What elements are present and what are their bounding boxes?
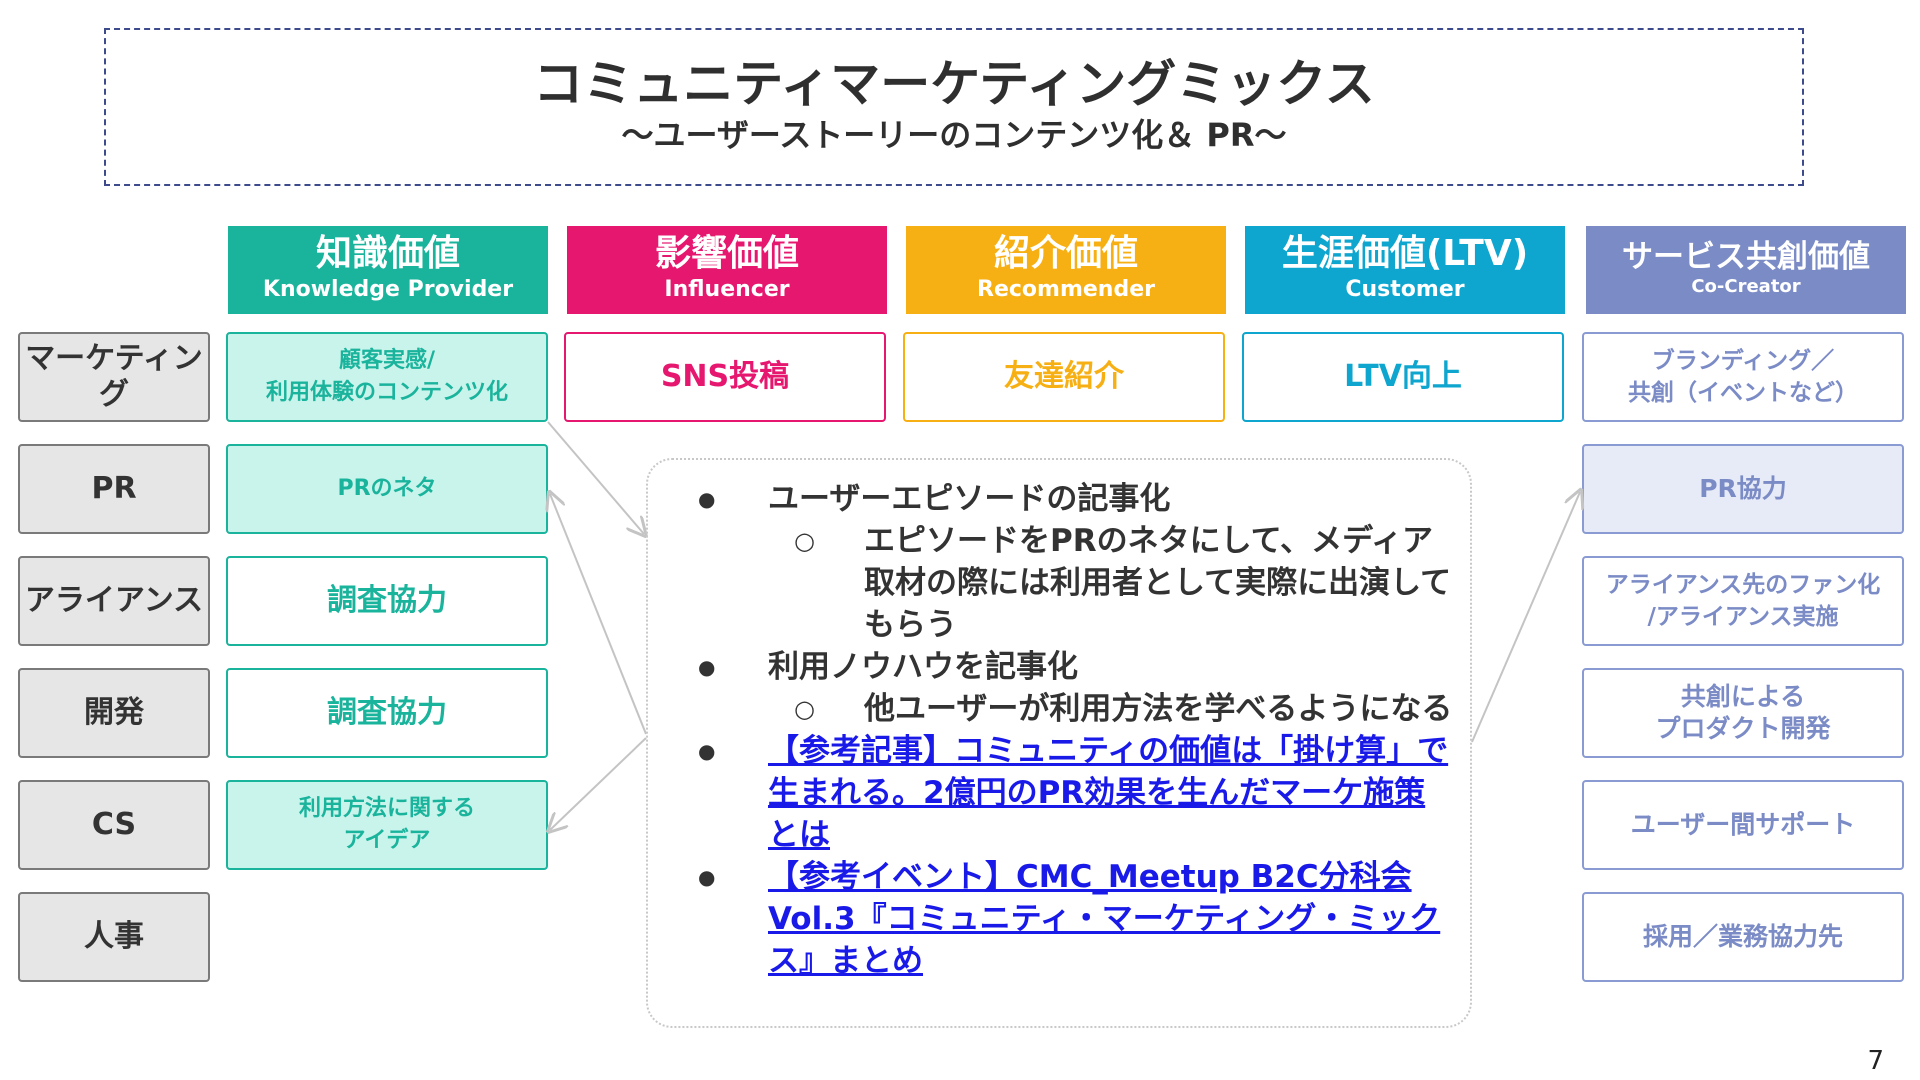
header-recommender-en: Recommender xyxy=(977,277,1155,302)
cell-cocreator-alliance: アライアンス先のファン化 /アライアンス実施 xyxy=(1582,556,1904,646)
cell-knowledge-pr: PRのネタ xyxy=(226,444,548,534)
cell-cocreator-development: 共創による プロダクト開発 xyxy=(1582,668,1904,758)
row-label-pr: PR xyxy=(18,444,210,534)
header-knowledge-jp: 知識価値 xyxy=(315,233,460,274)
cell-influencer-marketing: SNS投稿 xyxy=(564,332,886,422)
link-reference-article[interactable]: 【参考記事】コミュニティの価値は「掛け算」で生まれる。2億円のPR効果を生んだマ… xyxy=(768,733,1449,853)
bullet-reference-event: 【参考イベント】CMC_Meetup B2C分科会Vol.3『コミュニティ・マー… xyxy=(648,856,1470,982)
header-influencer-jp: 影響価値 xyxy=(654,233,799,274)
center-content-box: ユーザーエピソードの記事化 エピソードをPRのネタにして、メディア取材の際には利… xyxy=(646,458,1472,1028)
cell-cocreator-pr: PR協力 xyxy=(1582,444,1904,534)
link-reference-event[interactable]: 【参考イベント】CMC_Meetup B2C分科会Vol.3『コミュニティ・マー… xyxy=(768,859,1441,979)
center-bullet-list: ユーザーエピソードの記事化 エピソードをPRのネタにして、メディア取材の際には利… xyxy=(648,478,1470,982)
row-label-cs: CS xyxy=(18,780,210,870)
row-label-hr: 人事 xyxy=(18,892,210,982)
header-knowledge: 知識価値 Knowledge Provider xyxy=(228,226,548,314)
header-cocreator-jp: サービス共創価値 xyxy=(1622,239,1870,275)
header-recommender-jp: 紹介価値 xyxy=(993,233,1138,274)
bullet-article-episode: ユーザーエピソードの記事化 xyxy=(648,478,1470,520)
sub-bullet-learn-usage: 他ユーザーが利用方法を学べるようになる xyxy=(648,688,1470,730)
header-customer-en: Customer xyxy=(1345,277,1465,302)
cell-cocreator-hr: 採用／業務協力先 xyxy=(1582,892,1904,982)
bullet-reference-article: 【参考記事】コミュニティの価値は「掛け算」で生まれる。2億円のPR効果を生んだマ… xyxy=(648,730,1470,856)
header-knowledge-en: Knowledge Provider xyxy=(262,277,514,302)
page-subtitle: 〜ユーザーストーリーのコンテンツ化＆ PR〜 xyxy=(621,116,1287,154)
connector-marketing-to-center xyxy=(547,421,644,534)
row-label-alliance: アライアンス xyxy=(18,556,210,646)
cell-knowledge-alliance: 調査協力 xyxy=(226,556,548,646)
cell-cocreator-cs: ユーザー間サポート xyxy=(1582,780,1904,870)
bullet-knowhow-article: 利用ノウハウを記事化 xyxy=(648,646,1470,688)
cell-knowledge-marketing: 顧客実感/ 利用体験のコンテンツ化 xyxy=(226,332,548,422)
page-number: 7 xyxy=(1867,1046,1884,1076)
connector-center-to-cs xyxy=(550,737,647,830)
cell-knowledge-development: 調査協力 xyxy=(226,668,548,758)
row-label-development: 開発 xyxy=(18,668,210,758)
cell-cocreator-marketing: ブランディング／ 共創（イベントなど） xyxy=(1582,332,1904,422)
title-box: コミュニティマーケティングミックス 〜ユーザーストーリーのコンテンツ化＆ PR〜 xyxy=(104,28,1804,186)
header-influencer: 影響価値 Influencer xyxy=(567,226,887,314)
cell-knowledge-cs: 利用方法に関する アイデア xyxy=(226,780,548,870)
header-influencer-en: Influencer xyxy=(664,277,790,302)
connector-center-to-pr xyxy=(550,494,647,735)
header-customer: 生涯価値(LTV) Customer xyxy=(1245,226,1565,314)
page-title: コミュニティマーケティングミックス xyxy=(533,55,1375,113)
header-customer-jp: 生涯価値(LTV) xyxy=(1281,233,1529,274)
cell-customer-marketing: LTV向上 xyxy=(1242,332,1564,422)
connector-center-to-cocreator-pr xyxy=(1471,492,1580,743)
sub-bullet-episode-pr: エピソードをPRのネタにして、メディア取材の際には利用者として実際に出演してもら… xyxy=(648,520,1470,646)
header-recommender: 紹介価値 Recommender xyxy=(906,226,1226,314)
cell-recommender-marketing: 友達紹介 xyxy=(903,332,1225,422)
header-cocreator: サービス共創価値 Co-Creator xyxy=(1586,226,1906,314)
row-label-marketing: マーケティング xyxy=(18,332,210,422)
header-cocreator-en: Co-Creator xyxy=(1691,276,1801,297)
